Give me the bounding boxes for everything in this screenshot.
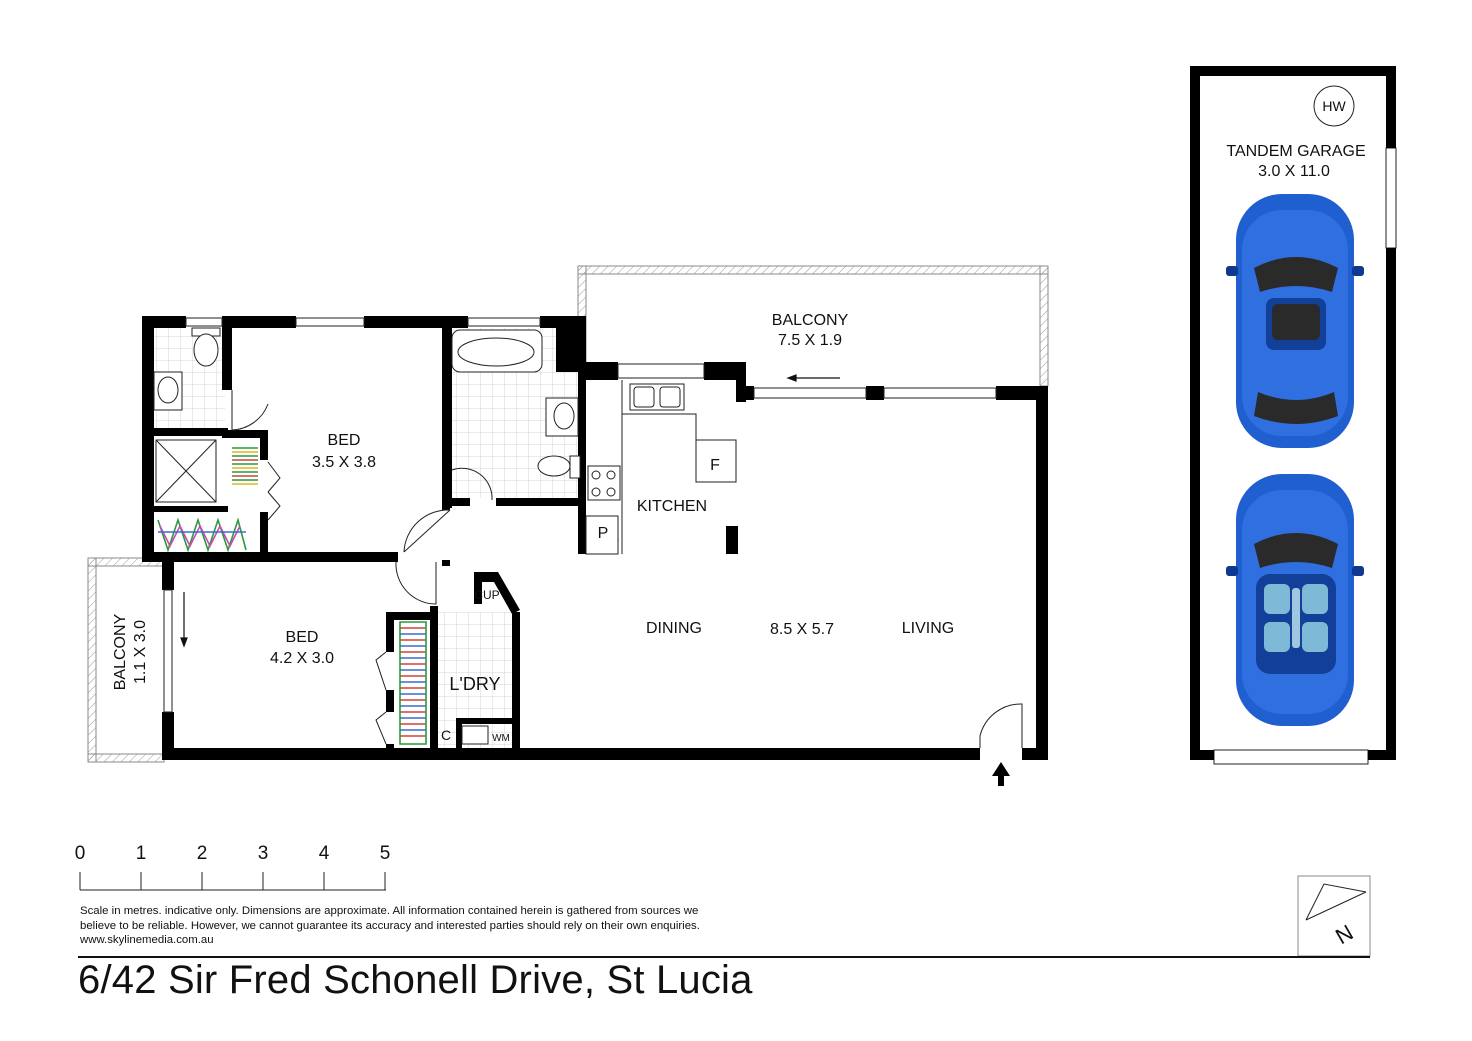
balcony-side-railing: [87, 557, 165, 763]
title-divider: [78, 956, 1370, 958]
bed2-size: 4.2 X 3.0: [270, 650, 334, 667]
car-2-icon: [1226, 474, 1364, 726]
kitchen-name: KITCHEN: [637, 498, 707, 515]
disclaimer-line: believe to be reliable. However, we cann…: [80, 919, 700, 932]
balcony-top-name: BALCONY: [772, 312, 849, 329]
balcony-side-name: BALCONY: [112, 613, 129, 690]
scale-tick-label: 3: [258, 843, 269, 864]
scale-tick-label: 4: [319, 843, 330, 864]
wardrobe-doors: [267, 461, 387, 745]
bed2-name: BED: [286, 629, 319, 646]
cupboard-label: CUP: [474, 588, 499, 602]
garage-walls: [1190, 66, 1396, 760]
sliding-door-arrows: [180, 374, 840, 648]
scale-bar: 0 1 2 3 4 5: [75, 843, 391, 891]
hot-water-unit: [1313, 85, 1355, 127]
car-1-icon: [1226, 194, 1364, 448]
dining-name: DINING: [646, 620, 702, 637]
living-size: 8.5 X 5.7: [770, 621, 834, 638]
laundry-name: L'DRY: [449, 674, 500, 694]
bathroom-fixtures: [153, 327, 581, 745]
scale-tick-label: 1: [136, 843, 147, 864]
walls: [142, 316, 1048, 760]
balcony-top-size: 7.5 X 1.9: [778, 332, 842, 349]
disclaimer-line: Scale in metres. indicative only. Dimens…: [80, 905, 699, 917]
hot-water-label: HW: [1322, 98, 1346, 114]
washing-machine-label: WM: [492, 733, 510, 744]
scale-tick-label: 2: [197, 843, 208, 864]
garage-size: 3.0 X 11.0: [1258, 163, 1330, 180]
north-compass-icon: N: [1297, 875, 1371, 957]
cupboard-wall: [474, 572, 520, 614]
scale-tick-label: 0: [75, 843, 86, 864]
pantry-label: P: [598, 525, 609, 542]
disclaimer-website: www.skylinemedia.com.au: [80, 934, 214, 946]
disclaimer: Scale in metres. indicative only. Dimens…: [80, 904, 820, 948]
living-name: LIVING: [902, 620, 954, 637]
garage-name: TANDEM GARAGE: [1226, 143, 1365, 160]
fridge-label: F: [710, 457, 720, 474]
cupboard-small-label: C: [441, 727, 451, 743]
wardrobe-hangers: [157, 447, 427, 745]
scale-tick-label: 5: [380, 843, 391, 864]
bed1-name: BED: [328, 432, 361, 449]
property-address: 6/42 Sir Fred Schonell Drive, St Lucia: [78, 958, 753, 1002]
entry-arrow-icon: [992, 762, 1010, 786]
balcony-side-size: 1.1 X 3.0: [132, 620, 149, 684]
kitchen-fixtures: [585, 380, 737, 555]
bed1-size: 3.5 X 3.8: [312, 454, 376, 471]
